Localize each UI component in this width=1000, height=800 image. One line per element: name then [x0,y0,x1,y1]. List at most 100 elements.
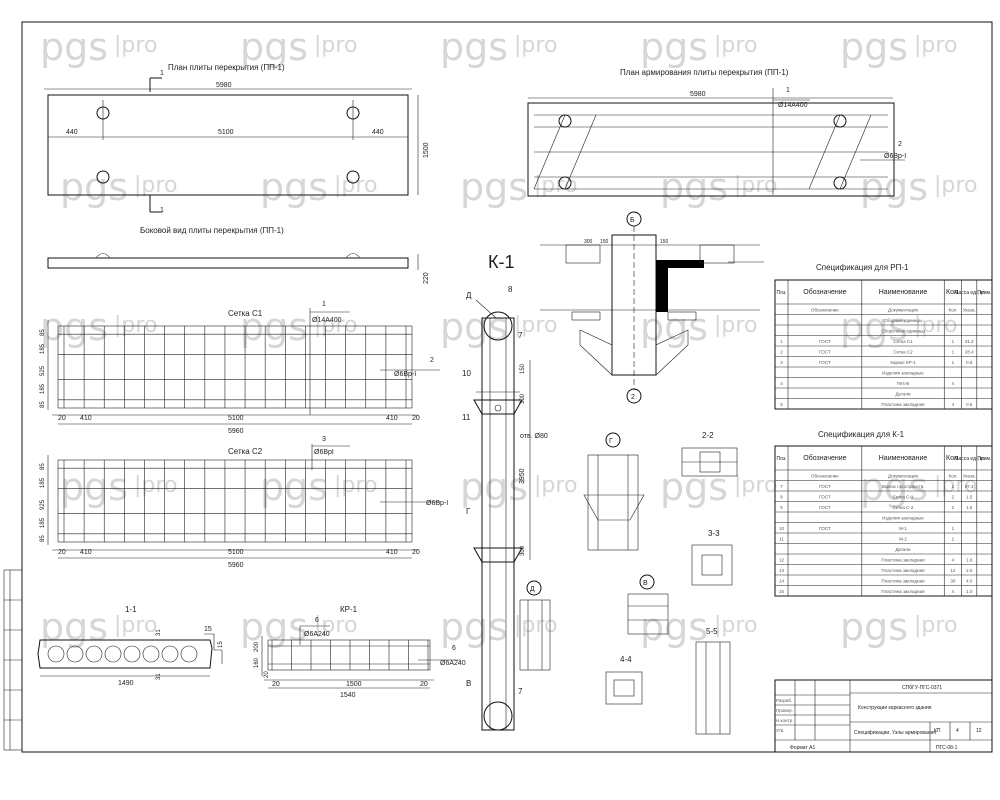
watermark-brand: pgs [840,25,908,69]
column-mark-v: В [466,679,471,688]
spec-cell: Пластина закладная [881,402,925,407]
watermark-brand: pgs [60,465,128,509]
spec-cell: Кол. [948,474,957,479]
spec-cell: 4 [952,589,955,594]
watermark-suffix: |pro [314,33,357,58]
spec-cell: Обозначение [811,308,839,313]
spec-cell: 0.8 [966,360,973,365]
kr1-dim-1: 160 [254,657,260,668]
cut-mark-bottom: 1 [160,207,164,214]
section-dim-b: 31 [156,629,162,636]
column-mark-11: 11 [462,413,471,422]
spec-cell: 1 [952,360,955,365]
mesh-c1-dim-1: 185 [40,343,46,354]
section-1-1: 1-1 1490 31 31 15 15 [37,605,224,687]
watermark-brand: pgs [640,305,708,349]
spec-cell: ГОСТ [819,360,831,365]
section-dim-d: 31 [156,673,162,680]
watermark-brand: pgs [240,305,308,349]
spec-header-cell: Кол. [946,455,960,462]
column-mark-7b: 7 [518,687,523,696]
watermark-brand: pgs [260,465,328,509]
tb-project: Конструкции каркасного здания [858,705,932,711]
slab-middle-span: 5100 [218,129,234,136]
spec-cell: 87.4 [965,484,974,489]
mesh-c2-dim-0: 85 [40,463,46,470]
mesh-c1-dim-4: 85 [40,401,46,408]
mesh-c2-dim-3: 185 [40,517,46,528]
mesh-c2-bot-3: 410 [386,549,398,556]
hollow-core [104,645,122,663]
column-k1: К-1 Д 8 7 10 11 Г В 7 150 300 3950 300 о… [462,252,548,731]
joint-node: Б 2 300 150 150 [540,211,764,404]
watermark-brand: pgs [240,25,308,69]
watermark-suffix: |pro [514,613,557,638]
hollow-core [142,645,160,663]
slab-plan-title: План плиты перекрытия (ПП-1) [168,63,285,72]
spec-cell: Изделия закладные [882,516,924,521]
spec-cell: Документация [888,474,919,479]
kr1-bot-1: 1500 [346,681,362,688]
spec-header-cell: Обозначение [803,454,846,462]
section-5-5-label: 5-5 [706,627,718,636]
watermark-suffix: |pro [314,613,357,638]
spec-cell: 0.5 [966,402,973,407]
spec-cell: 4.0 [966,579,973,584]
spec-cell: Детали [895,392,911,397]
column-dim-150: 150 [520,363,526,374]
node-dim-150a: 150 [600,239,609,245]
mesh-c2-bot-4: 20 [412,549,420,556]
side-view-title: Боковой вид плиты перекрытия (ПП-1) [140,226,284,235]
mesh-c1-bar2-label: Ø6Вр-I [394,371,416,378]
spec-cell: Документация [888,308,919,313]
spec-cell: Пластина закладная [881,579,925,584]
spec-cell: Пластина закладная [881,589,925,594]
watermark-suffix: |pro [114,613,157,638]
spec-cell: ГОСТ [819,350,831,355]
watermark-brand: pgs [460,465,528,509]
spec-header-cell: Поз. [777,456,787,462]
reinforcement-plan-title: План армирования плиты перекрытия (ПП-1) [620,68,789,77]
mesh-c2-bot-2: 5100 [228,549,244,556]
spec-header-cell: Поз. [777,290,787,296]
watermark-suffix: |pro [714,613,757,638]
watermark-suffix: |pro [514,313,557,338]
spec-cell: 7 [780,484,783,489]
slab-side-view: Боковой вид плиты перекрытия (ПП-1) 220 [47,226,430,284]
kr1-bot-0: 20 [272,681,280,688]
hollow-core [123,645,141,663]
hollow-core [161,645,179,663]
column-hole: отв. Ø80 [520,433,548,440]
watermark-suffix: |pro [934,173,977,198]
spec-cell: ГОСТ [819,484,831,489]
column-mark-g: Г [466,507,471,516]
mesh-c1-bot-3: 410 [386,415,398,422]
title-block: Разраб. Провер. Н.контр. Утв. СПбГУ-ПГС-… [774,679,993,753]
spec-cell: ГОСТ [819,505,831,510]
spec-cell: 2 [780,350,783,355]
section-2-2-label: 2-2 [702,431,714,440]
section-4-4-label: 4-4 [620,655,632,664]
watermark-suffix: |pro [914,313,957,338]
reinf-bar1-label: Ø14А400 [778,102,808,109]
watermark-brand: pgs [840,605,908,649]
mesh-c1-dim-0: 85 [40,329,46,336]
spec-cell: 5 [780,402,783,407]
reinf-bar2-mark: 2 [898,141,902,148]
tb-sheet-title: Спецификации. Узлы армирования [854,730,936,736]
tb-sheets: 12 [976,728,982,734]
mesh-c1-title: Сетка С1 [228,309,263,318]
section-dim-a: 15 [204,626,212,633]
mesh-c1-total: 5960 [228,428,244,435]
slab-width: 1500 [423,142,430,158]
tb-code: СПбГУ-ПГС-0371 [902,685,942,691]
mesh-c1-bar1-mark: 1 [322,301,326,308]
spec-cell: Сборные единицы [884,318,923,323]
mesh-c2-bot-0: 20 [58,549,66,556]
reinf-bar1-mark: 1 [786,87,790,94]
spec-cell: Указа. [963,308,976,313]
spec-cell: Пластина закладная [881,568,925,573]
watermark-suffix: |pro [334,473,377,498]
